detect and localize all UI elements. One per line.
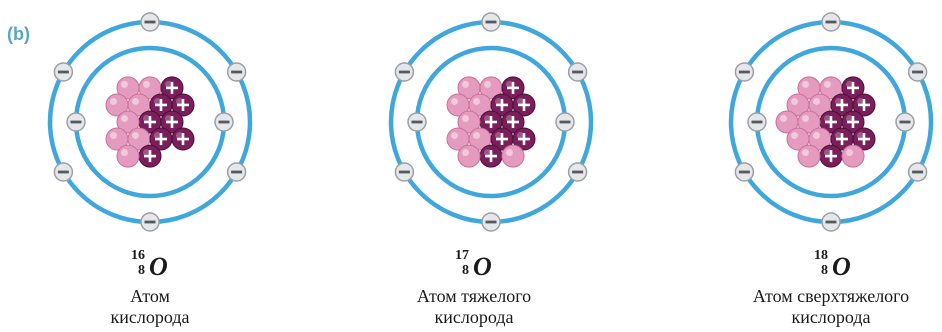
proton bbox=[172, 128, 194, 150]
electron bbox=[215, 113, 233, 131]
isotope-notation: 18 8 O bbox=[726, 248, 936, 286]
isotope-notation: 17 8 O bbox=[384, 248, 564, 286]
atom-diagram-o17 bbox=[380, 0, 602, 232]
electron bbox=[482, 13, 500, 31]
mass-number: 17 bbox=[455, 248, 469, 264]
atom-diagram-o16 bbox=[39, 0, 261, 232]
neutron bbox=[842, 145, 864, 167]
isotope-notation: 16 8 O bbox=[60, 248, 240, 286]
electron bbox=[896, 113, 914, 131]
atomic-number: 8 bbox=[138, 263, 145, 279]
proton bbox=[820, 145, 842, 167]
proton bbox=[480, 145, 502, 167]
proton bbox=[139, 145, 161, 167]
nucleus bbox=[106, 77, 194, 167]
atom-diagram-o18 bbox=[720, 0, 942, 232]
neutron bbox=[458, 145, 480, 167]
panel-label: (b) bbox=[7, 24, 30, 45]
electron bbox=[141, 13, 159, 31]
atom-name-line1: Атом тяжелого bbox=[384, 286, 564, 307]
mass-number: 16 bbox=[131, 248, 145, 264]
electron bbox=[822, 13, 840, 31]
electron bbox=[735, 63, 753, 81]
atom-name-line1: Атом bbox=[60, 286, 240, 307]
neutron bbox=[502, 145, 524, 167]
atom-name-line2: кислорода bbox=[60, 307, 240, 328]
electron bbox=[748, 113, 766, 131]
electron bbox=[482, 213, 500, 231]
electron bbox=[569, 163, 587, 181]
neutron bbox=[117, 145, 139, 167]
electron bbox=[735, 163, 753, 181]
electron bbox=[67, 113, 85, 131]
atomic-number: 8 bbox=[462, 263, 469, 279]
caption-o16: 16 8 O Атом кислорода bbox=[60, 248, 240, 328]
atom-name-line2: кислорода bbox=[384, 307, 564, 328]
caption-o18: 18 8 O Атом сверхтяжелого кислорода bbox=[726, 248, 936, 328]
electron bbox=[54, 163, 72, 181]
electron bbox=[395, 63, 413, 81]
element-symbol: O bbox=[832, 252, 851, 282]
electron bbox=[228, 63, 246, 81]
mass-number: 18 bbox=[814, 248, 828, 264]
element-symbol: O bbox=[473, 252, 492, 282]
atomic-number: 8 bbox=[821, 263, 828, 279]
electron bbox=[909, 163, 927, 181]
electron bbox=[54, 63, 72, 81]
electron bbox=[408, 113, 426, 131]
electron bbox=[395, 163, 413, 181]
atom-name-line2: кислорода bbox=[726, 307, 936, 328]
nucleus bbox=[447, 77, 535, 167]
electron bbox=[822, 213, 840, 231]
electron bbox=[556, 113, 574, 131]
neutron bbox=[798, 145, 820, 167]
caption-o17: 17 8 O Атом тяжелого кислорода bbox=[384, 248, 564, 328]
element-symbol: O bbox=[149, 252, 168, 282]
electron bbox=[228, 163, 246, 181]
electron bbox=[569, 63, 587, 81]
electron bbox=[909, 63, 927, 81]
nucleus bbox=[776, 77, 875, 167]
electron bbox=[141, 213, 159, 231]
atom-name-line1: Атом сверхтяжелого bbox=[726, 286, 936, 307]
